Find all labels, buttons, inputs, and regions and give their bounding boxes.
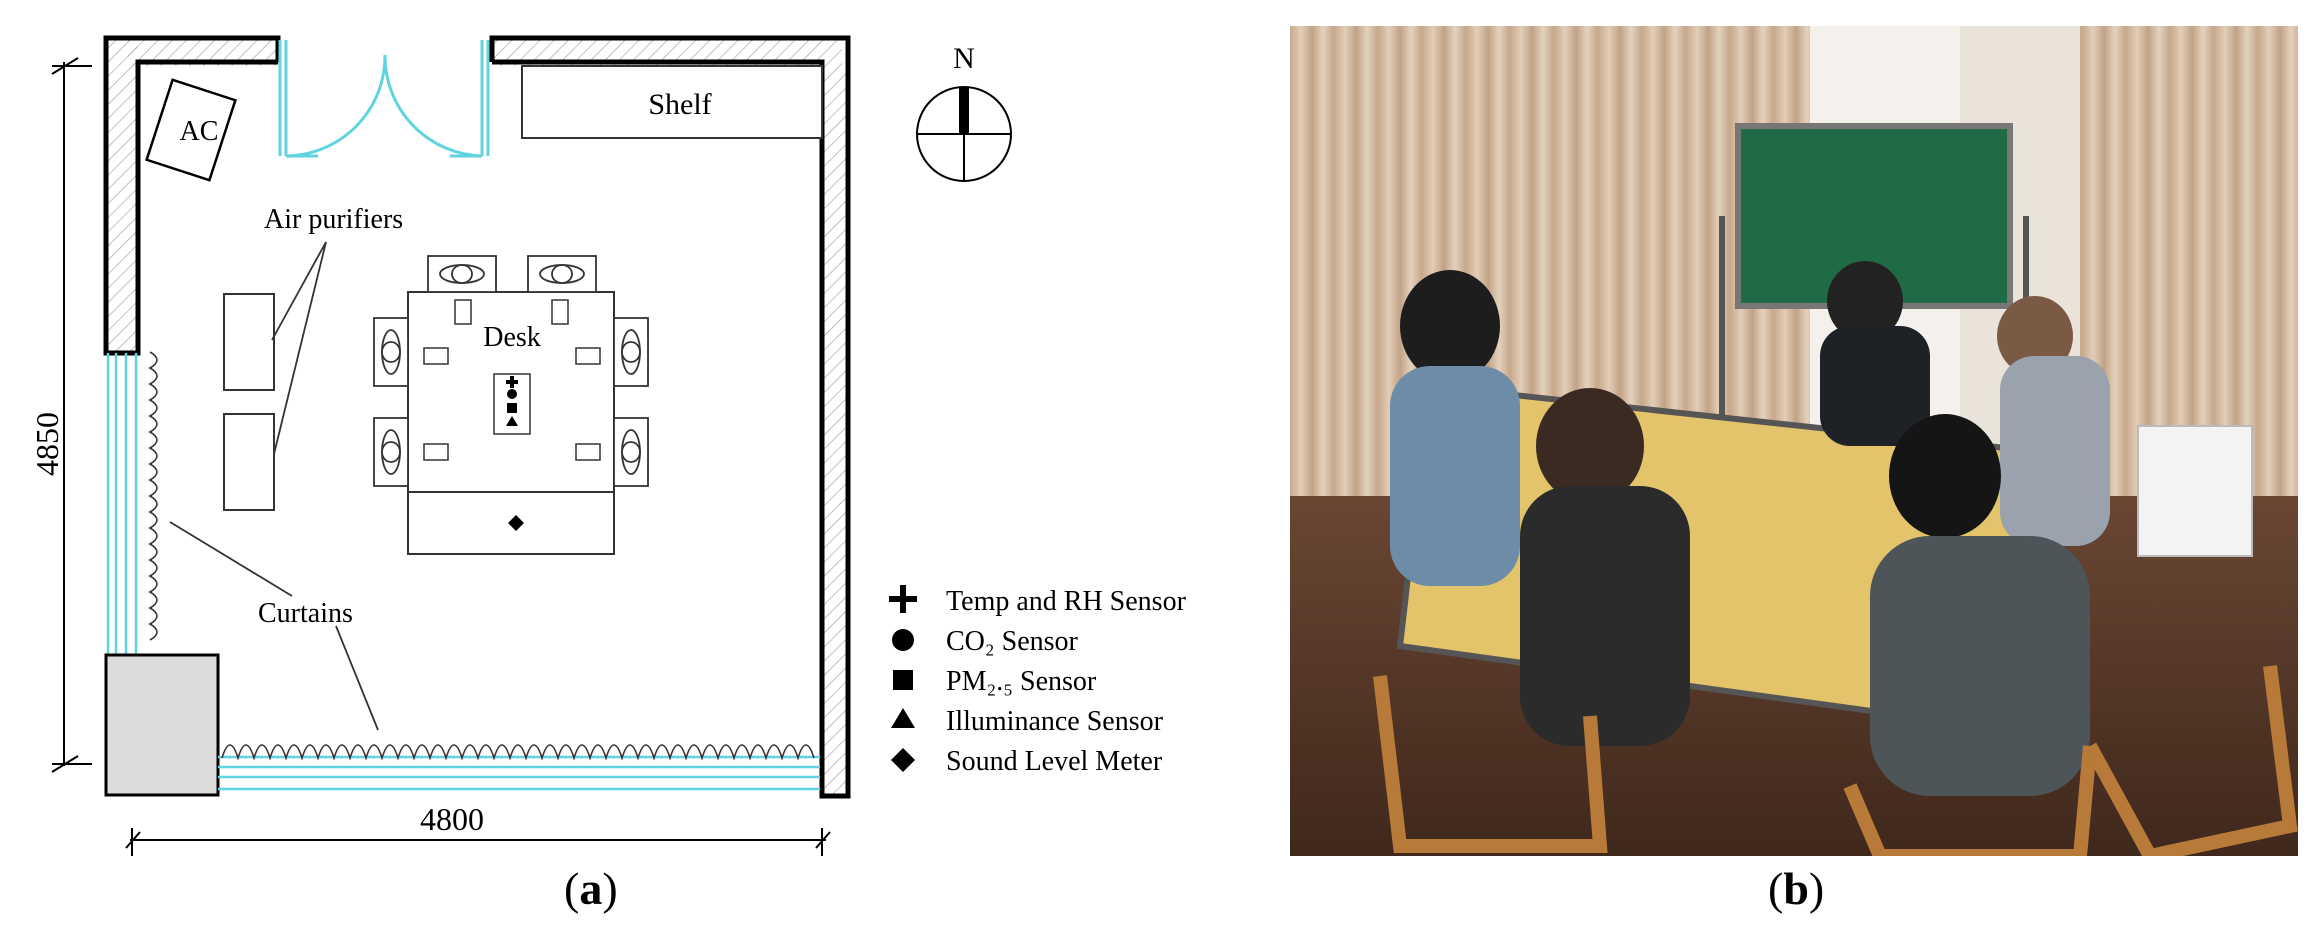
desk-label: Desk [483, 322, 541, 353]
dimension-width [125, 828, 831, 856]
legend-item-pm25: PM₂.₅ Sensor [893, 666, 1097, 697]
air-purifiers-label: Air purifiers [264, 204, 403, 235]
caption-a: (a) [564, 863, 618, 914]
wall-top-right [489, 35, 851, 799]
legend-label-temp-rh: Temp and RH Sensor [946, 586, 1187, 617]
dimension-height [51, 57, 92, 773]
air-purifiers-pointers [271, 241, 327, 455]
sensor-cluster-marks [506, 376, 518, 426]
desk-area: Desk [407, 291, 615, 555]
sound-level-meter-mark [508, 515, 524, 531]
bottom-curtain [221, 744, 815, 761]
north-label: N [953, 42, 975, 75]
curtains-pointers [169, 521, 379, 731]
air-purifier-2 [223, 413, 275, 511]
walls [103, 35, 851, 799]
chair-right-upper [613, 317, 649, 387]
legend-label-co2: CO₂ Sensor [946, 626, 1079, 657]
caption-b: (b) [1768, 863, 1825, 914]
ac-unit: AC [145, 78, 237, 182]
legend-label-illuminance: Illuminance Sensor [946, 706, 1164, 737]
legend: Temp and RH Sensor CO₂ Sensor PM₂.₅ Sens… [889, 585, 1187, 777]
chairs [373, 255, 649, 487]
chair-right-lower [613, 417, 649, 487]
classroom-photo [1290, 26, 2298, 856]
photo-chairs [1373, 665, 2298, 856]
legend-item-temp-rh: Temp and RH Sensor [889, 585, 1187, 617]
shelf-label: Shelf [648, 88, 711, 121]
legend-item-illuminance: Illuminance Sensor [891, 706, 1164, 737]
air-purifier-1 [223, 293, 275, 391]
dimension-height-label: 4850 [29, 412, 65, 476]
left-curtain [148, 351, 158, 641]
curtains-right [2080, 26, 2298, 496]
double-door [278, 40, 490, 158]
air-purifier-photo [2137, 425, 2253, 557]
legend-label-pm25: PM₂.₅ Sensor [946, 666, 1097, 697]
chair-left-lower [373, 417, 409, 487]
chair-top-left [427, 255, 497, 293]
chair-left-upper [373, 317, 409, 387]
corner-column [104, 653, 220, 797]
left-window [106, 353, 138, 655]
ac-label: AC [180, 116, 219, 147]
legend-item-sound: Sound Level Meter [891, 746, 1163, 777]
north-compass: N [916, 42, 1012, 182]
floor-plan-diagram: AC Shelf Air purifiers Desk [29, 35, 1187, 856]
chair-top-right [527, 255, 597, 293]
legend-label-sound: Sound Level Meter [946, 746, 1163, 777]
dimension-width-label: 4800 [420, 801, 484, 837]
people [1390, 261, 2110, 796]
legend-item-co2: CO₂ Sensor [892, 626, 1079, 657]
wall-top-left [103, 35, 281, 356]
shelf: Shelf [521, 65, 823, 139]
curtains-label: Curtains [258, 598, 353, 629]
bottom-window [218, 755, 820, 791]
air-purifiers [223, 293, 275, 511]
wall-hatching [108, 40, 850, 796]
